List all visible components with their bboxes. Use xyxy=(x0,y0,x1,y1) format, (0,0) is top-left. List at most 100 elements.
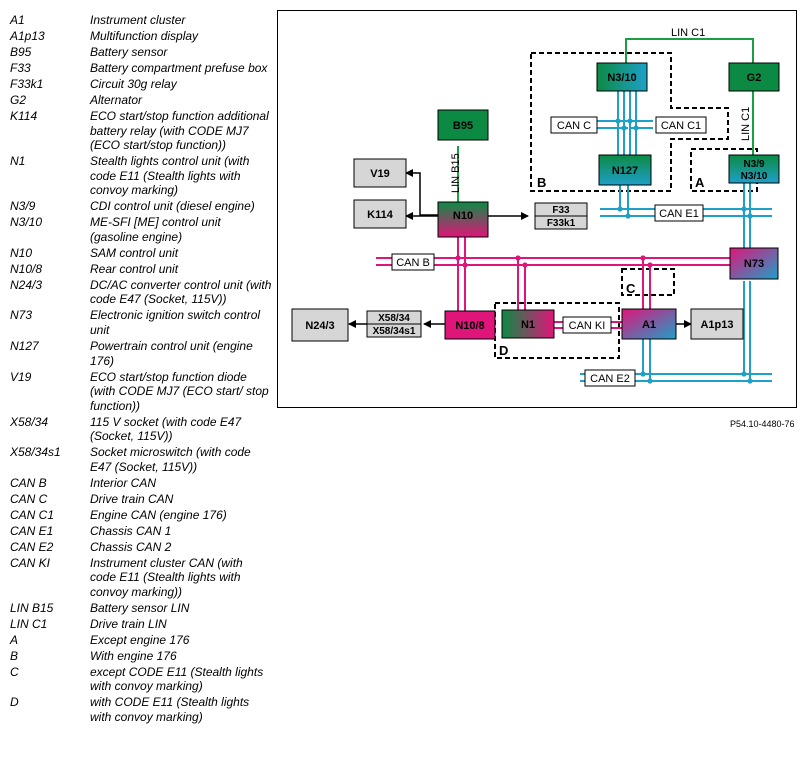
region-c-label: C xyxy=(626,281,636,296)
bus-lin-c1-side-label: LIN C1 xyxy=(740,107,752,141)
legend-row: N24/3 DC/AC converter control unit (with … xyxy=(10,278,272,307)
unit-a1p13-label: A1p13 xyxy=(700,319,733,331)
legend-row: CAN E1 Chassis CAN 1 xyxy=(10,524,272,539)
unit-b95: B95 xyxy=(437,109,489,141)
region-a-outline xyxy=(690,148,758,192)
legend-description: Engine CAN (engine 176) xyxy=(90,507,227,522)
legend-code: B95 xyxy=(10,44,32,59)
unit-x58-34s1-label: X58/34s1 xyxy=(373,326,416,337)
bus-can-c1-tag: CAN C1 xyxy=(655,116,707,134)
unit-x58-34: X58/34 X58/34s1 xyxy=(366,310,422,338)
legend-description: ECO start/stop function additional batte… xyxy=(90,108,269,153)
legend-code: X58/34 xyxy=(10,414,49,429)
legend-description: Electronic ignition switch control unit xyxy=(90,308,261,337)
bus-can-ki-tag: CAN KI xyxy=(562,316,612,334)
legend-code: C xyxy=(10,664,19,679)
junction-dots xyxy=(455,118,753,384)
legend-code: N10 xyxy=(10,245,33,260)
legend-code: LIN B15 xyxy=(10,600,54,615)
unit-n10-8: N10/8 xyxy=(444,310,496,340)
legend-row: N3/9 CDI control unit (diesel engine) xyxy=(10,199,272,214)
legend-description: Circuit 30g relay xyxy=(90,76,177,91)
legend-code: G2 xyxy=(10,92,27,107)
legend-code: CAN B xyxy=(10,475,47,490)
legend-description: Instrument cluster xyxy=(90,13,186,27)
unit-n127-label: N127 xyxy=(612,165,638,177)
unit-n3-10: N3/10 xyxy=(596,62,648,92)
bus-can-c-label: CAN C xyxy=(557,120,591,132)
unit-n3-10b-label: N3/10 xyxy=(741,171,768,182)
legend-code: A xyxy=(10,632,19,647)
legend-code: X58/34s1 xyxy=(10,445,61,460)
legend-description: Multifunction display xyxy=(90,28,199,43)
legend-code: A1p13 xyxy=(10,28,45,43)
legend-description: Drive train CAN xyxy=(90,491,174,506)
legend-description: Socket microswitch (with code E47 (Socke… xyxy=(90,445,251,474)
bus-lin-b15-label: LIN B15 xyxy=(450,153,462,193)
bus-can-c-tag: CAN C xyxy=(550,116,598,134)
can-e2-lines xyxy=(580,281,772,382)
legend-description: Chassis CAN 2 xyxy=(90,539,172,554)
legend-row: CAN E2 Chassis CAN 2 xyxy=(10,540,272,555)
legend-description: ME-SFI [ME] control unit (gasoline engin… xyxy=(90,215,221,244)
unit-n127: N127 xyxy=(598,154,652,186)
legend-code: CAN C xyxy=(10,491,48,506)
legend-code: N127 xyxy=(10,338,39,353)
legend-code: N10/8 xyxy=(10,261,43,276)
bus-can-ki-label: CAN KI xyxy=(569,320,606,332)
legend-description: 115 V socket (with code E47 (Socket, 115… xyxy=(90,414,242,444)
legend-description: Rear control unit xyxy=(90,261,179,276)
legend-description: Stealth lights control unit (with code E… xyxy=(90,154,250,198)
legend-description: Chassis CAN 1 xyxy=(90,523,172,538)
legend-description: CDI control unit (diesel engine) xyxy=(90,199,255,214)
legend-code: N3/9 xyxy=(10,199,36,214)
bus-can-c1-label: CAN C1 xyxy=(661,120,701,132)
legend-code: CAN E2 xyxy=(10,539,54,554)
unit-f33-label: F33 xyxy=(552,205,570,216)
legend-code: V19 xyxy=(10,369,32,384)
bus-can-e1-tag: CAN E1 xyxy=(654,204,704,222)
unit-x58-34-label: X58/34 xyxy=(378,313,410,324)
legend-code: B xyxy=(10,648,19,663)
legend-code: N24/3 xyxy=(10,277,43,292)
unit-f33k1-label: F33k1 xyxy=(547,218,576,229)
legend-description: ECO start/stop function diode (with CODE… xyxy=(90,369,269,413)
legend-code: N1 xyxy=(10,154,26,169)
legend-row: N10 SAM control unit xyxy=(10,246,272,261)
unit-n10: N10 xyxy=(437,201,489,238)
legend-description: Battery sensor LIN xyxy=(90,600,190,615)
legend-row: G2 Alternator xyxy=(10,93,272,108)
bus-lin-c1-top-label: LIN C1 xyxy=(671,27,705,39)
unit-n1-label: N1 xyxy=(521,319,535,331)
legend-code: N73 xyxy=(10,308,33,323)
legend-code: F33k1 xyxy=(10,76,44,91)
legend-code: CAN E1 xyxy=(10,523,54,538)
legend-code: F33 xyxy=(10,60,31,75)
legend-description: DC/AC converter control unit (with code … xyxy=(90,277,272,307)
legend-description: Battery sensor xyxy=(90,44,168,59)
bus-can-b-tag: CAN B xyxy=(391,253,435,271)
unit-n3-9-label: N3/9 xyxy=(743,159,765,170)
legend-description: SAM control unit xyxy=(90,245,179,260)
unit-n24-3-label: N24/3 xyxy=(305,320,334,332)
legend-row: F33k1 Circuit 30g relay xyxy=(10,77,272,92)
unit-f33: F33 F33k1 xyxy=(534,202,588,230)
unit-v19: V19 xyxy=(353,158,407,188)
legend-code: A1 xyxy=(10,13,25,27)
lin-wires xyxy=(457,38,754,202)
region-d-label: D xyxy=(499,343,508,358)
legend-description: Alternator xyxy=(90,92,143,107)
power-wires xyxy=(348,169,692,328)
region-b-outline xyxy=(530,52,729,192)
region-c-outline xyxy=(621,268,675,296)
legend-description: Instrument cluster CAN (with code E11 (S… xyxy=(90,555,243,599)
